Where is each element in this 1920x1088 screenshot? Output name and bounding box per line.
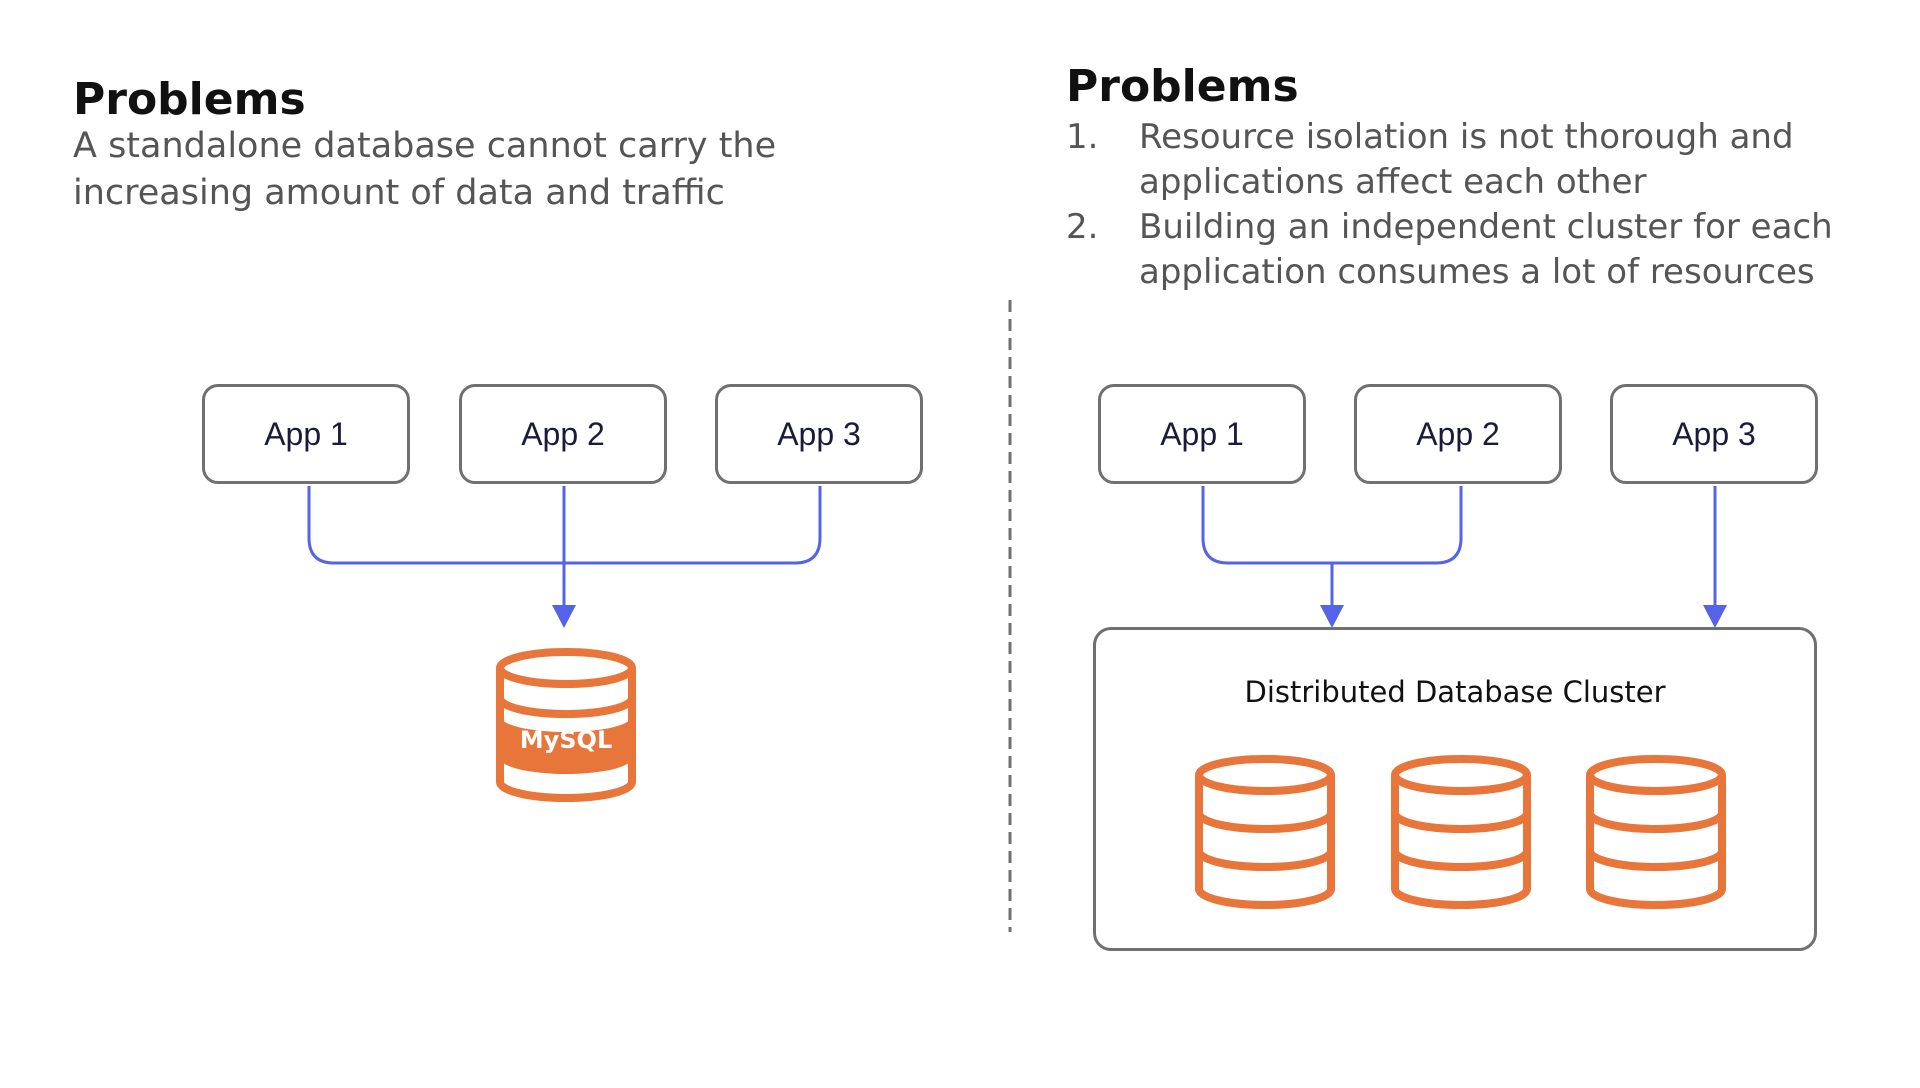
mysql-label: MySQL bbox=[520, 726, 613, 754]
right-connector-app1-app2 bbox=[1201, 486, 1463, 565]
cluster-database-icon bbox=[1586, 755, 1726, 909]
right-app3-arrowhead bbox=[1703, 605, 1727, 628]
problem-number: 2. bbox=[1066, 207, 1099, 247]
left-connector-app1-app3 bbox=[307, 486, 822, 565]
right-merge-arrowhead bbox=[1320, 605, 1344, 628]
right-app-3-box: App 3 bbox=[1610, 384, 1818, 484]
problem-list: 1. Resource isolation is not thorough an… bbox=[1066, 115, 1886, 295]
left-arrowhead bbox=[552, 605, 576, 628]
problem-item: 1. Resource isolation is not thorough an… bbox=[1066, 115, 1886, 205]
right-heading: Problems bbox=[1066, 61, 1299, 112]
cluster-title: Distributed Database Cluster bbox=[1244, 675, 1666, 709]
vertical-divider bbox=[1008, 300, 1012, 932]
left-app-3-box: App 3 bbox=[715, 384, 923, 484]
problem-text: Building an independent cluster for each… bbox=[1139, 207, 1833, 292]
right-app-1-box: App 1 bbox=[1098, 384, 1306, 484]
mysql-database-icon: MySQL bbox=[496, 648, 636, 802]
left-heading: Problems bbox=[73, 74, 306, 125]
problem-text: Resource isolation is not thorough and a… bbox=[1139, 117, 1794, 202]
problem-number: 1. bbox=[1066, 117, 1099, 157]
problem-item: 2. Building an independent cluster for e… bbox=[1066, 205, 1886, 295]
left-description: A standalone database cannot carry the i… bbox=[73, 126, 777, 213]
left-app-1-box: App 1 bbox=[202, 384, 410, 484]
cluster-database-icon bbox=[1391, 755, 1531, 909]
right-app-2-box: App 2 bbox=[1354, 384, 1562, 484]
cluster-database-icon bbox=[1195, 755, 1335, 909]
left-app-2-box: App 2 bbox=[459, 384, 667, 484]
